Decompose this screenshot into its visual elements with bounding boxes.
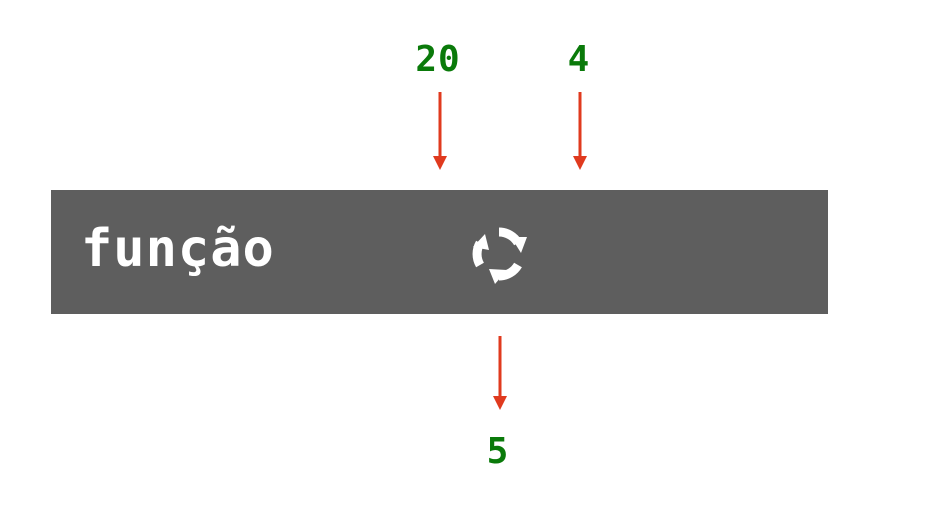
number-label-top-left: 20 — [415, 39, 461, 80]
arrow-down-icon — [573, 92, 587, 170]
number-label-bottom: 5 — [486, 431, 510, 472]
arrow-down-icon — [493, 336, 507, 410]
function-bar: função — [51, 190, 828, 314]
arrow-down-icon — [433, 92, 447, 170]
function-label: função — [81, 219, 275, 279]
number-label-top-right: 4 — [567, 39, 591, 80]
refresh-cycle-icon — [472, 227, 527, 284]
